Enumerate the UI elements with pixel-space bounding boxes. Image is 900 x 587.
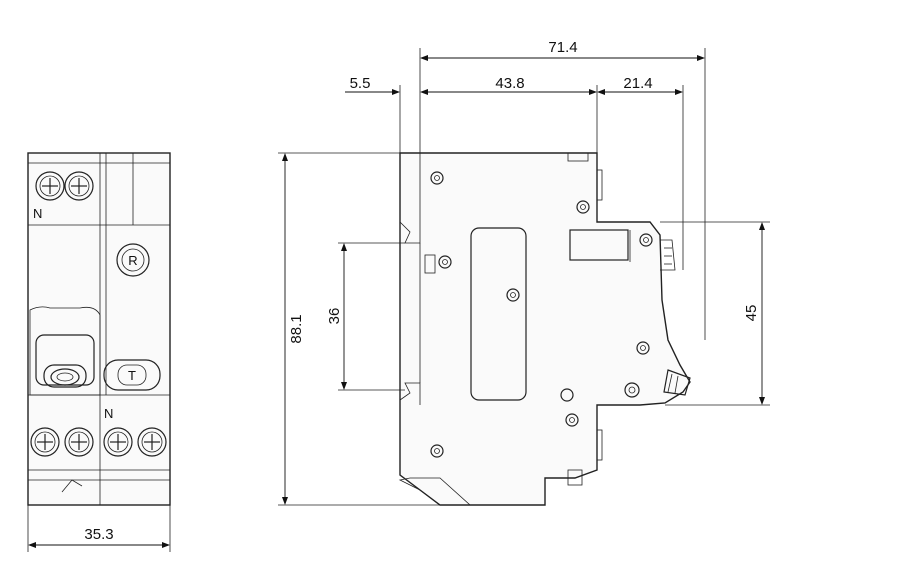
width-dimension: 35.3 bbox=[27, 505, 171, 552]
body-depth-dimension: 43.8 bbox=[426, 75, 598, 153]
test-button: T bbox=[103, 359, 161, 391]
front-depth-label: 21.4 bbox=[623, 75, 652, 92]
offset-dimension: 5.5 bbox=[345, 75, 428, 153]
toggle-lever-recess bbox=[29, 306, 101, 396]
overall-depth-label: 71.4 bbox=[548, 39, 577, 56]
side-view: 71.4 5.5 43.8 21.4 bbox=[278, 39, 770, 506]
offset-label: 5.5 bbox=[350, 75, 371, 92]
neutral-label-bottom: N bbox=[104, 406, 113, 421]
height-dimension: 88.1 bbox=[278, 152, 440, 506]
front-height-dimension: 45 bbox=[660, 221, 770, 406]
reset-button-label: R bbox=[128, 253, 137, 268]
rail-dimension: 36 bbox=[326, 242, 405, 391]
front-view: N R T N bbox=[27, 152, 171, 552]
reset-button: R bbox=[116, 243, 150, 277]
side-view-body bbox=[399, 152, 691, 506]
top-terminal-screw-2 bbox=[64, 171, 94, 201]
width-dim-label: 35.3 bbox=[84, 526, 113, 543]
top-terminal-screw-1 bbox=[35, 171, 65, 201]
label-window bbox=[470, 227, 527, 401]
lever-lock-slot bbox=[50, 368, 80, 386]
side-lever bbox=[663, 369, 691, 396]
neutral-label-top: N bbox=[33, 206, 42, 221]
bottom-terminal-screw-4 bbox=[137, 427, 167, 457]
test-button-label: T bbox=[128, 368, 136, 383]
bottom-terminal-screw-2 bbox=[64, 427, 94, 457]
front-view-body bbox=[27, 152, 171, 506]
terminal-box bbox=[569, 229, 629, 261]
bottom-terminal-screw-3 bbox=[103, 427, 133, 457]
front-depth-dimension: 21.4 bbox=[597, 75, 684, 270]
height-label: 88.1 bbox=[288, 314, 305, 343]
body-depth-label: 43.8 bbox=[495, 75, 524, 92]
rail-label: 36 bbox=[326, 308, 343, 325]
rivets bbox=[430, 171, 653, 458]
bottom-terminal-screw-1 bbox=[30, 427, 60, 457]
front-height-label: 45 bbox=[743, 305, 760, 322]
overall-depth-dimension: 71.4 bbox=[419, 39, 706, 340]
